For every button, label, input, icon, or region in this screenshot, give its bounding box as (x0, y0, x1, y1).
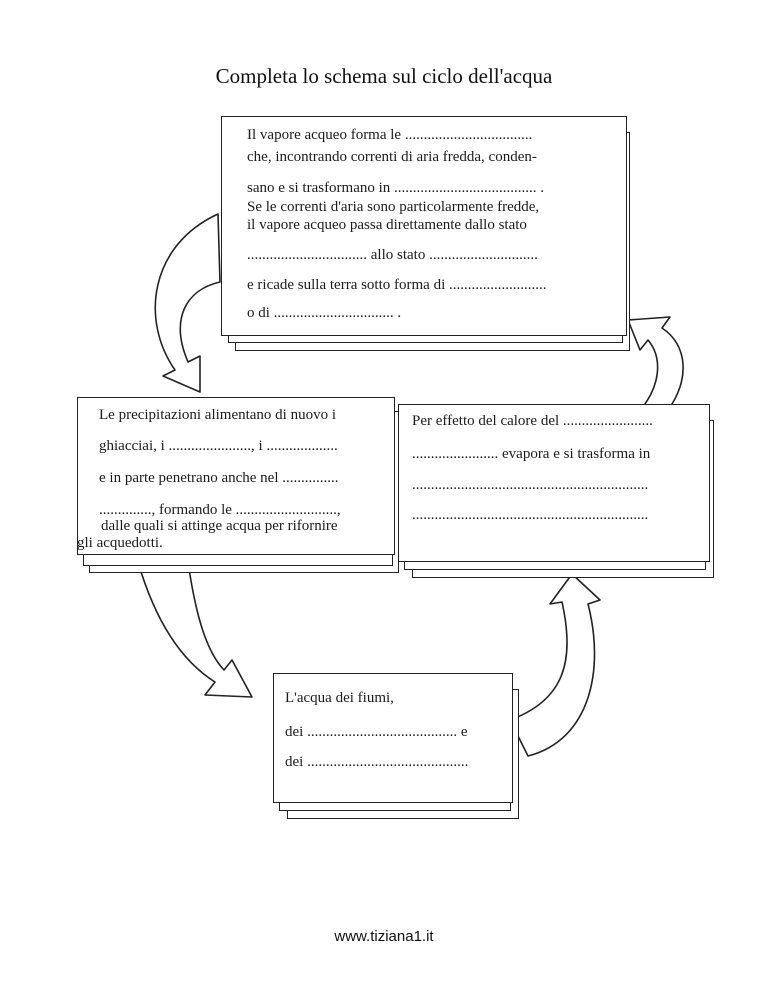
right-line-2: ....................... evapora e si tra… (412, 446, 651, 462)
top-line-3: sano e si trasformano in ...............… (247, 180, 545, 196)
left-line-1: Le precipitazioni alimentano di nuovo i (99, 407, 337, 423)
right-line-4: ........................................… (412, 507, 649, 523)
arrow-left-to-bottom (137, 561, 253, 698)
left-line-5: dalle quali si attinge acqua per riforni… (101, 518, 338, 534)
left-line-6: gli acquedotti. (77, 535, 163, 551)
right-line-3: ........................................… (412, 477, 649, 493)
top-line-6: ................................ allo st… (247, 247, 538, 263)
top-line-4: Se le correnti d'aria sono particolarmen… (247, 199, 540, 215)
footer-website: www.tiziana1.it (334, 928, 434, 945)
bottom-line-3: dei ....................................… (285, 754, 469, 770)
arrow-bottom-to-right (509, 573, 601, 757)
top-line-5: il vapore acqueo passa direttamente dall… (247, 217, 527, 233)
top-line-8: o di ................................ . (247, 305, 402, 321)
arrow-top-to-left (154, 213, 221, 393)
worksheet-title: Completa lo schema sul ciclo dell'acqua (215, 64, 553, 88)
top-line-2: che, incontrando correnti di aria fredda… (247, 149, 537, 165)
right-line-1: Per effetto del calore del .............… (412, 413, 653, 429)
top-line-1: Il vapore acqueo forma le ..............… (247, 127, 533, 143)
bottom-line-1: L'acqua dei fiumi, (285, 690, 394, 706)
top-line-7: e ricade sulla terra sotto forma di ....… (247, 277, 547, 293)
left-line-4: .............., formando le ............… (99, 502, 341, 518)
arrow-right-to-top (627, 316, 684, 411)
bottom-line-2: dei ....................................… (285, 724, 468, 740)
left-line-2: ghiacciai, i ......................, i .… (99, 438, 338, 454)
left-line-3: e in parte penetrano anche nel .........… (99, 470, 339, 486)
